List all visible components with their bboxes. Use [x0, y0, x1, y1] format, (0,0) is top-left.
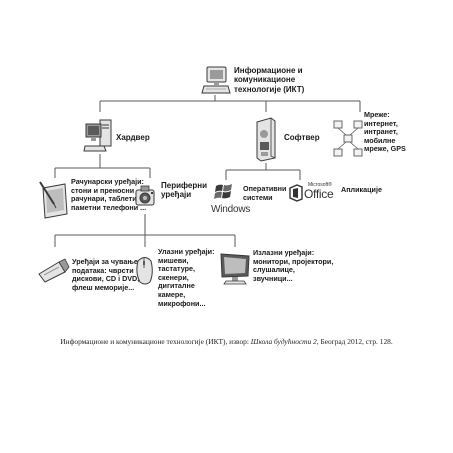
- os-label: Оперативни системи: [243, 184, 287, 202]
- caption-text-before: Информационе и комуникационе технологије…: [60, 337, 251, 346]
- apps-label: Апликације: [341, 185, 382, 194]
- windows-logo-icon: [214, 184, 232, 199]
- computers-label: Рачунарски уређаји: стони и преносни рач…: [71, 177, 147, 212]
- caption-text-after: , Београд 2012, стр. 128.: [316, 337, 393, 346]
- caption-source: Школа будућности 2: [250, 337, 317, 346]
- usb-drive-icon: [38, 258, 70, 283]
- output-label: Излазни уређаји: монитори, пројектори, с…: [253, 248, 334, 283]
- network-icon: [333, 120, 363, 157]
- root-label: Информационе и комуникационе технологије…: [234, 66, 305, 94]
- office-logo-icon: [289, 184, 303, 202]
- office-wordmark: Office: [304, 187, 334, 201]
- computer-icon: [201, 66, 231, 94]
- storage-label: Уређаји за чување података: чврсти диско…: [72, 257, 140, 292]
- tablet-pen-icon: [39, 181, 68, 219]
- camera-icon: [135, 185, 155, 206]
- microsoft-wordmark: Microsoft®: [308, 182, 332, 188]
- monitor-icon: [220, 253, 250, 285]
- hardware-label: Хардвер: [116, 133, 150, 142]
- input-label: Улазни уређаји: мишеви, тастатуре, скене…: [158, 247, 215, 308]
- software-box-icon: [256, 117, 276, 162]
- networks-label: Мреже: интернет, интранет, мобилне мреже…: [364, 110, 406, 154]
- windows-wordmark: Windows: [211, 204, 251, 215]
- figure-caption: Информационе и комуникационе технологије…: [0, 337, 453, 346]
- software-label: Софтвер: [284, 133, 320, 142]
- desktop-computer-icon: [83, 119, 112, 152]
- mouse-icon: [136, 257, 153, 285]
- peripherals-label: Периферни уређаји: [161, 181, 207, 200]
